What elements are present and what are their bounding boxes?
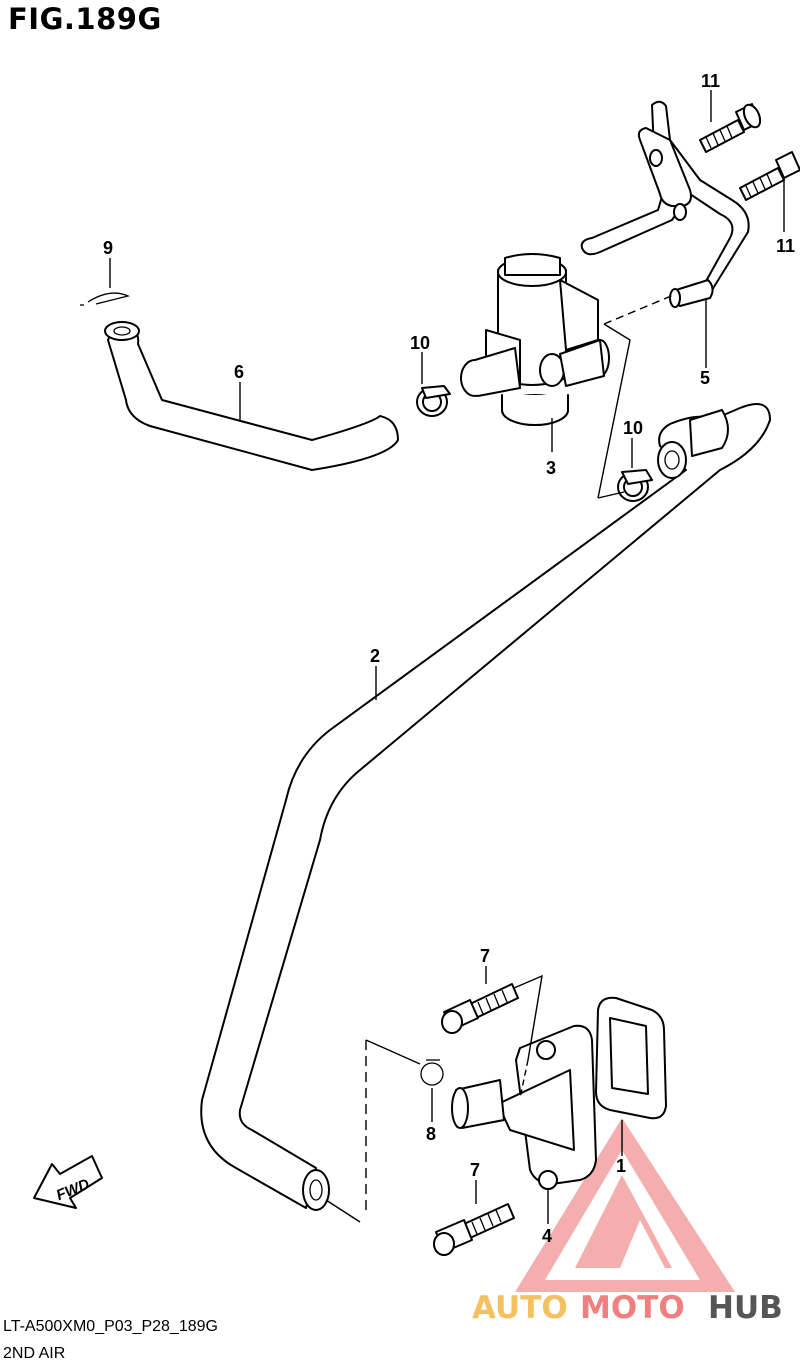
watermark-text-auto: AUTO bbox=[472, 1290, 568, 1326]
bolt-11-upper bbox=[699, 103, 762, 153]
callout-8: 8 bbox=[426, 1124, 436, 1144]
callout-11-lower: 11 bbox=[776, 236, 795, 256]
callout-4: 4 bbox=[542, 1226, 552, 1246]
reed-cover-4 bbox=[451, 1024, 597, 1190]
bolt-7-lower bbox=[433, 1203, 515, 1256]
callout-1: 1 bbox=[616, 1156, 626, 1176]
callout-10-lower: 10 bbox=[623, 418, 643, 438]
callout-labels: 11 11 9 10 6 5 3 10 2 7 8 1 7 4 bbox=[103, 71, 795, 1246]
gasket-1 bbox=[595, 996, 667, 1120]
figure-code: LT-A500XM0_P03_P28_189G bbox=[3, 1318, 218, 1335]
clamp-10-lower bbox=[617, 469, 653, 502]
callout-9: 9 bbox=[103, 238, 113, 258]
fwd-arrow-icon: FWD bbox=[33, 1155, 103, 1209]
watermark-text-moto: MOTO bbox=[580, 1290, 685, 1326]
leader-lines bbox=[109, 90, 785, 1224]
callout-5: 5 bbox=[700, 368, 710, 388]
watermark-logo bbox=[515, 1118, 735, 1292]
pipe-5 bbox=[580, 100, 750, 308]
hose-6 bbox=[104, 321, 399, 471]
callout-3: 3 bbox=[546, 458, 556, 478]
valve-3 bbox=[460, 253, 610, 426]
callout-7-lower: 7 bbox=[470, 1160, 480, 1180]
callout-2: 2 bbox=[370, 646, 380, 666]
clip-8 bbox=[420, 1059, 444, 1086]
bolt-11-lower bbox=[739, 151, 800, 201]
callout-11-upper: 11 bbox=[701, 71, 720, 91]
figure-title: FIG.189G bbox=[8, 2, 162, 36]
callout-10-upper: 10 bbox=[410, 333, 430, 353]
hose-2 bbox=[200, 403, 771, 1211]
watermark-text-hub: HUB bbox=[708, 1290, 783, 1326]
callout-6: 6 bbox=[234, 362, 244, 382]
section-name: 2ND AIR bbox=[3, 1345, 66, 1362]
callout-7-upper: 7 bbox=[480, 946, 490, 966]
clip-9 bbox=[80, 292, 130, 306]
clamp-10-upper bbox=[416, 385, 451, 417]
bolt-7-upper bbox=[441, 983, 519, 1034]
watermark-text: AUTO MOTO HUB bbox=[472, 1290, 783, 1326]
